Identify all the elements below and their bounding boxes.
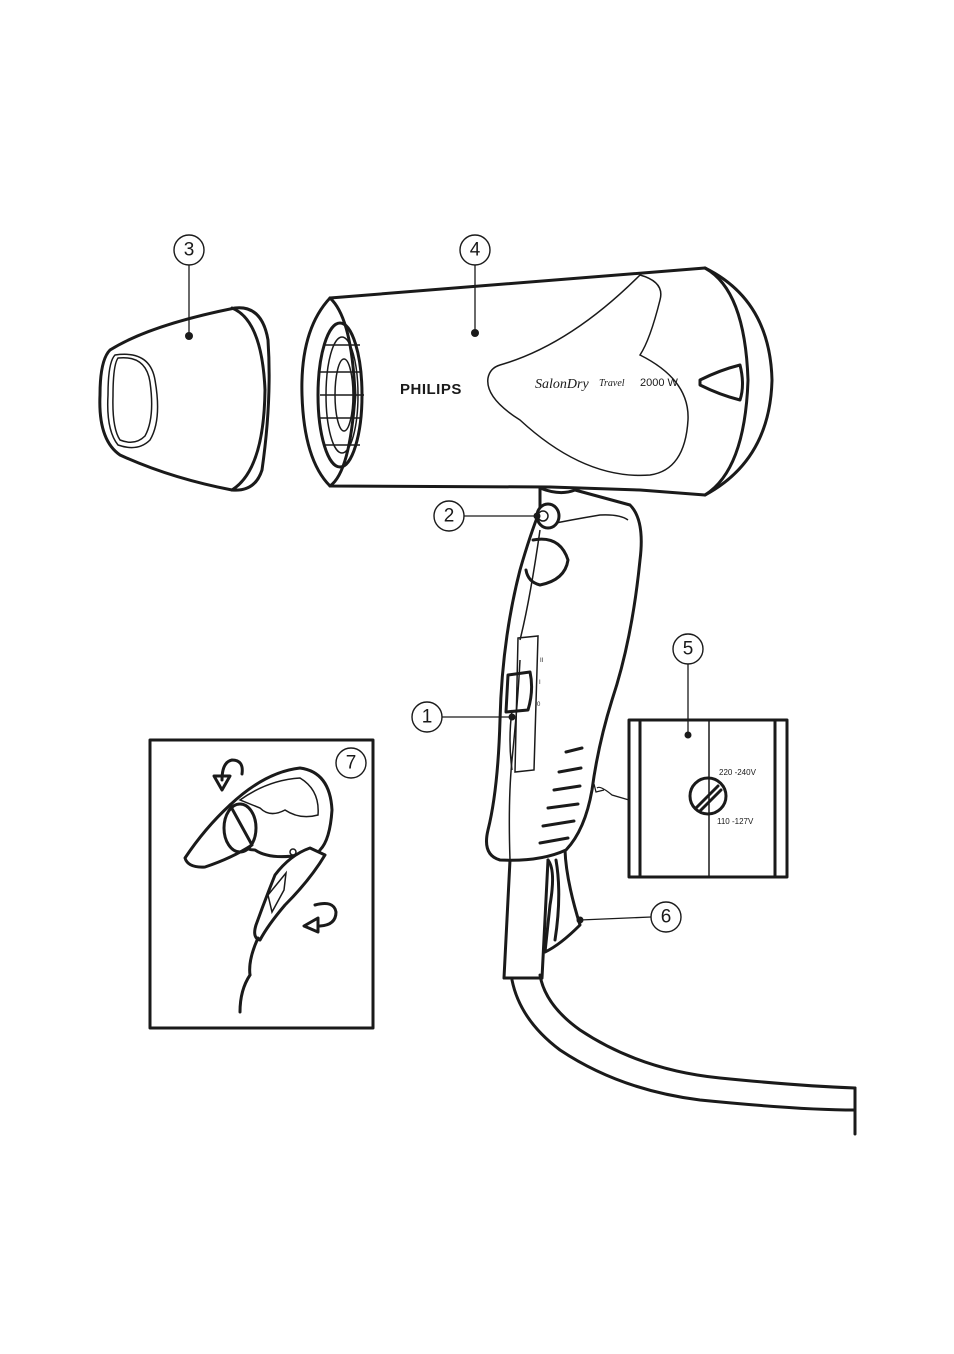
dryer-body: PHILIPS SalonDry Travel 2000 W [300,266,774,497]
callout-2: 2 [433,500,541,532]
grip-ridges [538,746,584,845]
brand-logo: PHILIPS [400,381,462,398]
voltage-selector-detail: 220 -240V 110 -127V [593,718,789,879]
handle: II I 0 [485,486,643,862]
model-variant: Travel [599,378,625,389]
hanging-loop [543,848,582,954]
voltage-label-low: 110 -127V [717,817,754,826]
callout-6: 6 [576,901,682,933]
svg-text:6: 6 [661,907,672,928]
callout-3: 3 [173,234,205,340]
svg-text:4: 4 [470,240,481,261]
concentrator-nozzle [98,306,271,492]
callout-5: 5 [672,633,704,739]
svg-text:5: 5 [683,639,694,660]
svg-text:1: 1 [422,707,433,728]
switch-position-2: II [540,658,544,664]
switch-position-1: I [539,680,541,686]
on-off-switch-knob [504,670,534,714]
svg-text:7: 7 [346,753,357,774]
callout-7: 7 [335,747,367,779]
folding-illustration [148,738,375,1030]
svg-text:2: 2 [444,506,455,527]
power-cord [502,858,857,1136]
svg-text:3: 3 [184,240,195,261]
fold-button [535,502,561,530]
air-intake-grille [316,321,364,469]
model-name: SalonDry [535,377,589,392]
switch-position-0: 0 [537,702,541,708]
callout-1: 1 [411,701,516,733]
power-rating: 2000 W [640,377,679,389]
voltage-label-high: 220 -240V [719,768,757,777]
callout-4: 4 [459,234,491,337]
